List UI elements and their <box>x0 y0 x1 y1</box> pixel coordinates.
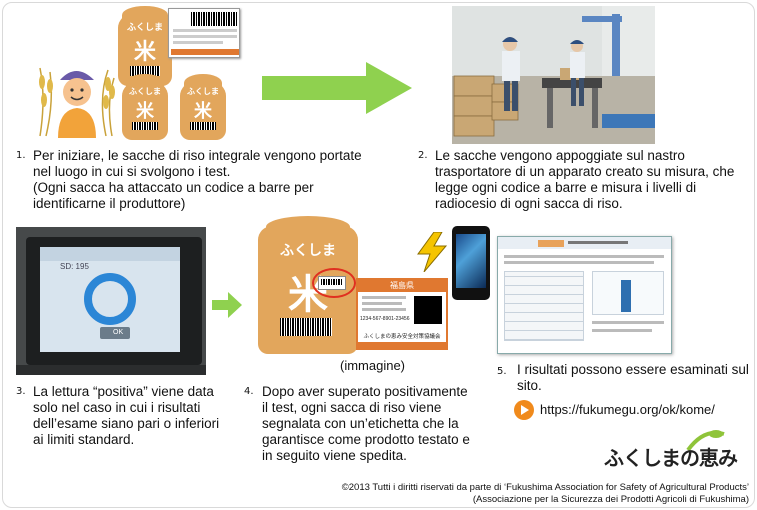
fukumegu-logo: ふくしまの恵み <box>604 428 744 472</box>
arrow-right-icon <box>262 62 412 119</box>
site-link[interactable]: https://fukumegu.org/ok/kome/ <box>540 402 715 417</box>
safety-sticker: 福島県 1234-567-8901-23456 ふくしまの恵み安全対策協議会 <box>356 278 448 350</box>
rice-bag-small-2: ふくしま 米 <box>180 74 226 140</box>
copyright-credit: ©2013 Tutti i diritti riservati da parte… <box>341 482 749 505</box>
lightning-icon <box>414 231 450 277</box>
monitor-photo: SD: 195 OK <box>16 227 206 375</box>
step-1-text: Per iniziare, le sacche di riso integral… <box>33 148 362 211</box>
step-4-text: Dopo aver superato positivamente il test… <box>262 384 470 463</box>
play-icon[interactable] <box>514 400 534 420</box>
rice-bag-large: ふくしま 米 <box>118 6 172 86</box>
rice-bag-small-1: ふくしま 米 <box>122 74 168 140</box>
barcode <box>130 66 160 76</box>
step-2-text: Le sacche vengono appoggiate sul nastro … <box>435 148 735 211</box>
barcode-label-zoom <box>168 8 240 58</box>
step-5-text: I risultati possono essere esaminati sul… <box>517 362 749 393</box>
website-screenshot <box>497 236 672 354</box>
farmer-illustration <box>36 58 116 138</box>
qr-code-icon <box>414 296 442 324</box>
conveyor-photo <box>452 6 655 144</box>
image-caption: (immagine) <box>340 358 406 373</box>
arrow-right-small-icon <box>212 292 242 323</box>
step-3-text: La lettura “positiva” viene data solo ne… <box>33 384 220 447</box>
smartphone-icon <box>452 226 490 300</box>
red-circle-highlight <box>312 268 356 298</box>
